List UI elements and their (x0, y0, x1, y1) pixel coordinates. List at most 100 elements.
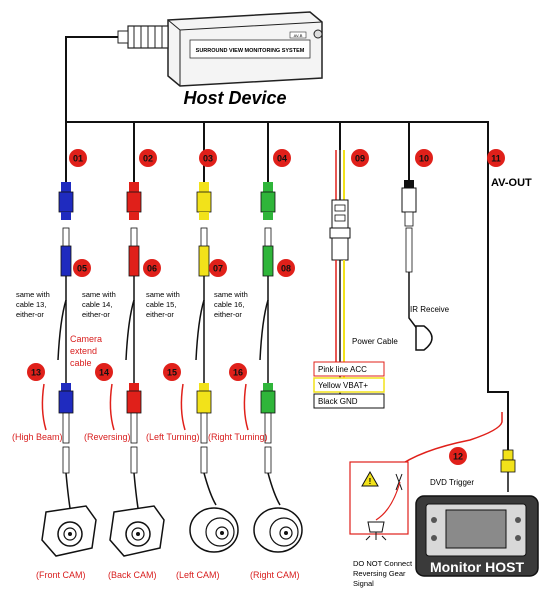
split-wires (57, 276, 269, 383)
badge-14-label: 14 (99, 368, 109, 378)
badge-01 (69, 149, 87, 167)
warning-line-1: DO NOT Connect (353, 559, 413, 568)
note-16-line-3: either-or (214, 310, 242, 319)
badge-08-label: 08 (281, 264, 291, 274)
warning-line-2: Reversing Gear (353, 569, 406, 578)
badge-09 (351, 149, 369, 167)
badge-03-label: 03 (203, 154, 213, 164)
badge-11 (487, 149, 505, 167)
camera-leads (65, 472, 281, 509)
badge-06 (143, 259, 161, 277)
camera-extend-note: Camera extend cable (70, 334, 102, 368)
badge-16 (229, 363, 247, 381)
trigger-labels: (High Beam) (Reversing) (Left Turning) (… (12, 432, 268, 442)
badge-07 (209, 259, 227, 277)
power-cable-label: Power Cable (352, 337, 398, 346)
cable-04-connector (260, 182, 276, 277)
warning-box: ! (349, 461, 409, 541)
cable-02-connector (126, 182, 142, 277)
badge-04 (273, 149, 291, 167)
number-badges: 01 02 03 04 05 06 07 08 09 10 11 12 13 14 15 16 (27, 149, 505, 465)
cross-icon (395, 473, 403, 491)
dvd-trigger-wire (395, 412, 503, 469)
cable-16-connector (260, 383, 276, 474)
host-connector-icon (117, 25, 169, 49)
trigger-high-beam: (High Beam) (12, 432, 63, 442)
badge-07-label: 07 (213, 264, 223, 274)
badge-05-label: 05 (77, 264, 87, 274)
badge-01-label: 01 (73, 154, 83, 164)
cam-labels: (Front CAM) (Back CAM) (Left CAM) (Right… (36, 570, 300, 580)
trigger-lead-wires (41, 383, 249, 431)
power-harness (329, 150, 351, 398)
host-device: SURROUND VIEW MONITORING SYSTEM AV-B Hos… (117, 11, 323, 108)
badge-11-label: 11 (491, 154, 501, 164)
note-14-line-1: same with (82, 290, 116, 299)
badge-15-label: 15 (167, 368, 177, 378)
ir-receive-label: IR Receive (410, 305, 450, 314)
trigger-right-turning: (Right Turning) (208, 432, 268, 442)
cable-03-connector (196, 182, 212, 277)
badge-10-label: 10 (419, 154, 429, 164)
monitor-host-label: Monitor HOST (430, 559, 525, 575)
power-wire-labels: Pink line ACC Yellow VBAT+ Black GND (313, 361, 385, 409)
extend-line-2: extend (70, 346, 97, 356)
note-16-line-2: cable 16, (214, 300, 244, 309)
badge-09-label: 09 (355, 154, 365, 164)
badge-12-label: 12 (453, 452, 463, 462)
note-15-line-1: same with (146, 290, 180, 299)
av-out-label: AV-OUT (491, 177, 532, 189)
front-cam-icon (41, 505, 97, 557)
left-cam-icon (189, 507, 239, 553)
trigger-left-turning: (Left Turning) (146, 432, 200, 442)
badge-13-label: 13 (31, 368, 41, 378)
badge-06-label: 06 (147, 264, 157, 274)
back-cam-label: (Back CAM) (108, 570, 157, 580)
badge-05 (73, 259, 91, 277)
av-out-connector (500, 449, 516, 492)
svg-text:!: ! (369, 477, 372, 486)
badge-10 (415, 149, 433, 167)
black-gnd-label: Black GND (318, 397, 358, 406)
lamp-icon (367, 521, 385, 533)
host-device-label: Host Device (183, 88, 286, 108)
main-harness (65, 36, 509, 450)
note-15-line-2: cable 15, (146, 300, 176, 309)
badge-02 (139, 149, 157, 167)
badge-02-label: 02 (143, 154, 153, 164)
warning-triangle-icon (361, 470, 379, 487)
cable-01-connector (58, 182, 74, 277)
note-13-line-1: same with (16, 290, 50, 299)
ir-harness (401, 180, 419, 331)
badge-13 (27, 363, 45, 381)
trigger-reversing: (Reversing) (84, 432, 131, 442)
extend-line-3: cable (70, 358, 92, 368)
note-13-line-2: cable 13, (16, 300, 46, 309)
note-14-line-3: either-or (82, 310, 110, 319)
host-box-text: SURROUND VIEW MONITORING SYSTEM (196, 48, 305, 54)
badge-14 (95, 363, 113, 381)
note-13-line-3: either-or (16, 310, 44, 319)
antenna-knob-icon (313, 29, 323, 39)
left-cam-label: (Left CAM) (176, 570, 220, 580)
note-15-line-3: either-or (146, 310, 174, 319)
warning-line-3: Signal (353, 579, 374, 588)
yellow-vbat-label: Yellow VBAT+ (318, 381, 368, 390)
badge-16-label: 16 (233, 368, 243, 378)
cable-13-connector (58, 383, 74, 474)
note-14-line-2: cable 14, (82, 300, 112, 309)
pink-acc-label: Pink line ACC (318, 365, 367, 374)
extend-line-1: Camera (70, 334, 102, 344)
right-cam-label: (Right CAM) (250, 570, 300, 580)
dvd-trigger-label: DVD Trigger (430, 478, 474, 487)
monitor-host-icon (415, 495, 539, 577)
cable-15-connector (196, 383, 212, 474)
badge-12 (449, 447, 467, 465)
same-note-14: same with cable 14, either-or (82, 290, 116, 319)
front-cam-label: (Front CAM) (36, 570, 86, 580)
badge-04-label: 04 (277, 154, 287, 164)
badge-03 (199, 149, 217, 167)
badge-08 (277, 259, 295, 277)
same-note-13: same with cable 13, either-or (16, 290, 50, 319)
